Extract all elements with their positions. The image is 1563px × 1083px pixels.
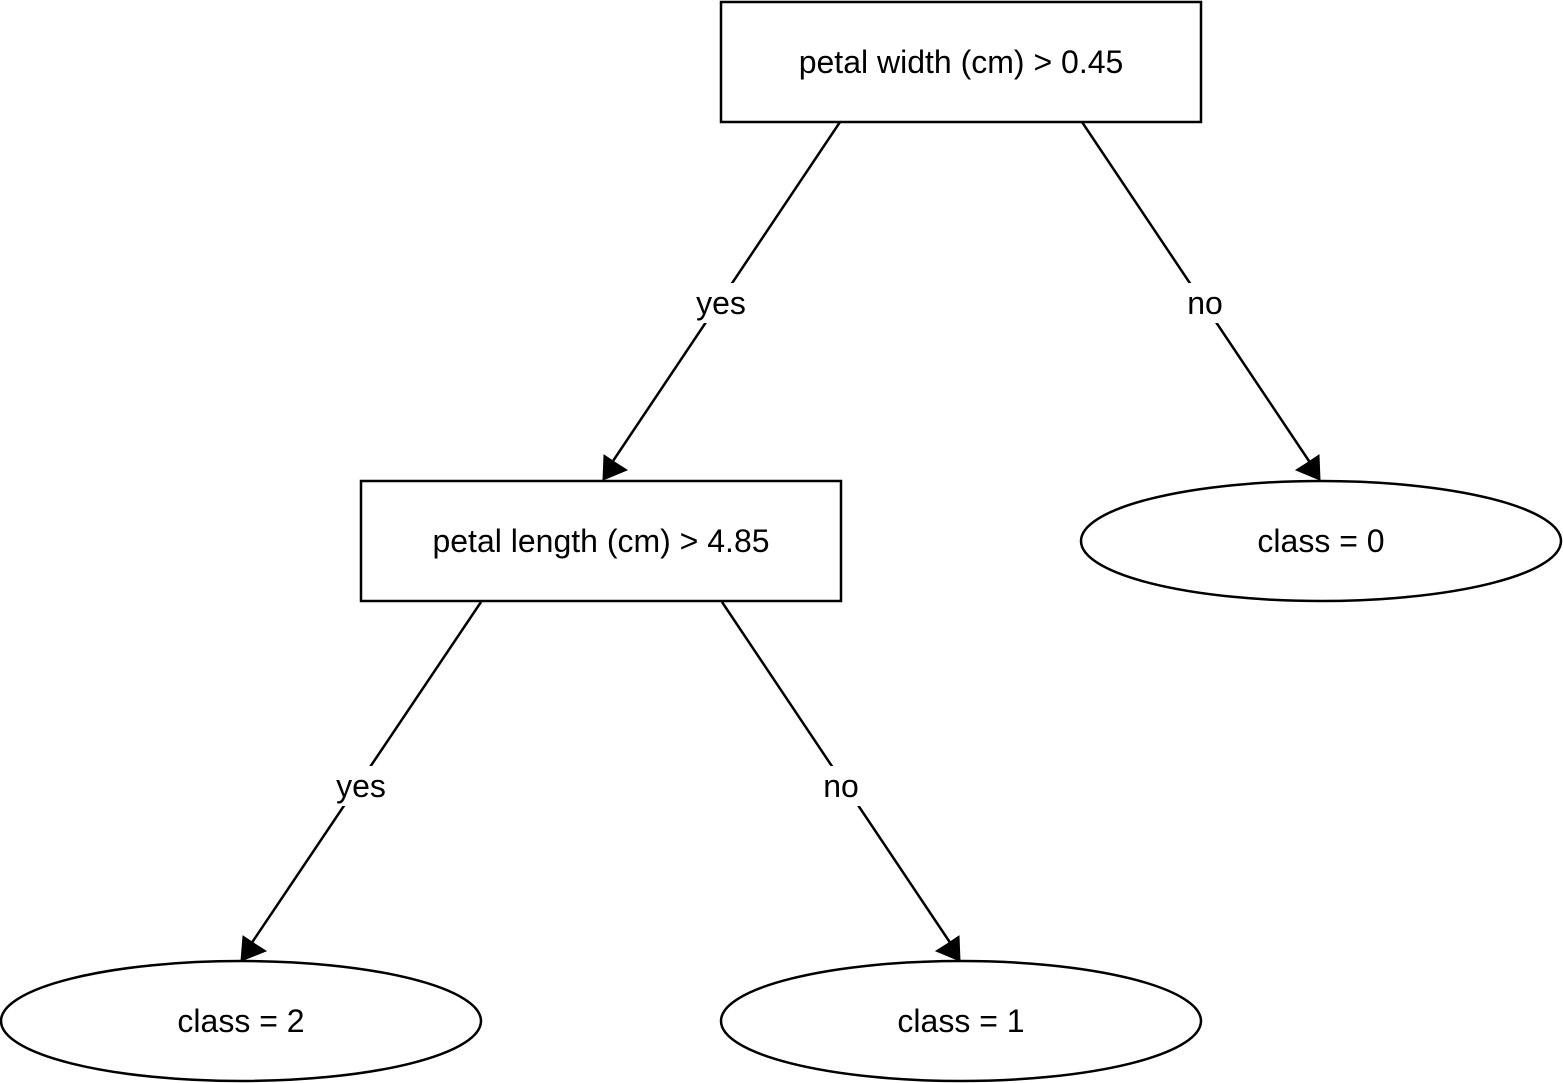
edge-label-no: no: [823, 768, 859, 804]
edge-root-to-petal-length: yes: [602, 121, 842, 481]
node-root-decision[interactable]: petal width (cm) > 0.45: [719, 0, 1203, 124]
edge-label-background: [1180, 283, 1230, 323]
node-root-label: petal width (cm) > 0.45: [799, 44, 1124, 80]
edge-label-background: [330, 766, 392, 806]
arrowhead-icon: [240, 935, 268, 962]
leaf-class-2[interactable]: class = 2: [0, 959, 483, 1083]
arrowhead-icon: [1294, 454, 1321, 481]
leaf-class-2-label: class = 2: [177, 1003, 304, 1039]
edge-label-background: [816, 766, 866, 806]
edge-label-yes: yes: [696, 285, 746, 321]
leaf-class-0-label: class = 0: [1257, 523, 1384, 559]
edge-petal-length-to-class-1: no: [720, 601, 961, 962]
edge-petal-length-to-class-2: yes: [240, 601, 483, 962]
leaf-class-1-label: class = 1: [897, 1003, 1024, 1039]
decision-box: [359, 479, 843, 603]
edge-label-yes: yes: [336, 768, 386, 804]
edge-label-no: no: [1187, 285, 1223, 321]
leaf-class-1[interactable]: class = 1: [719, 959, 1203, 1083]
node-petal-length-decision[interactable]: petal length (cm) > 4.85: [359, 479, 843, 603]
leaf-ellipse: [719, 959, 1203, 1083]
arrowhead-icon: [602, 454, 629, 481]
decision-box: [719, 0, 1203, 124]
edge-root-to-class-0: no: [1080, 121, 1321, 481]
leaf-class-0[interactable]: class = 0: [1079, 479, 1563, 603]
leaf-ellipse: [1079, 479, 1563, 603]
arrowhead-icon: [934, 935, 961, 962]
leaf-ellipse: [0, 959, 483, 1083]
node-petal-length-label: petal length (cm) > 4.85: [432, 523, 769, 559]
edge-label-background: [690, 283, 750, 323]
